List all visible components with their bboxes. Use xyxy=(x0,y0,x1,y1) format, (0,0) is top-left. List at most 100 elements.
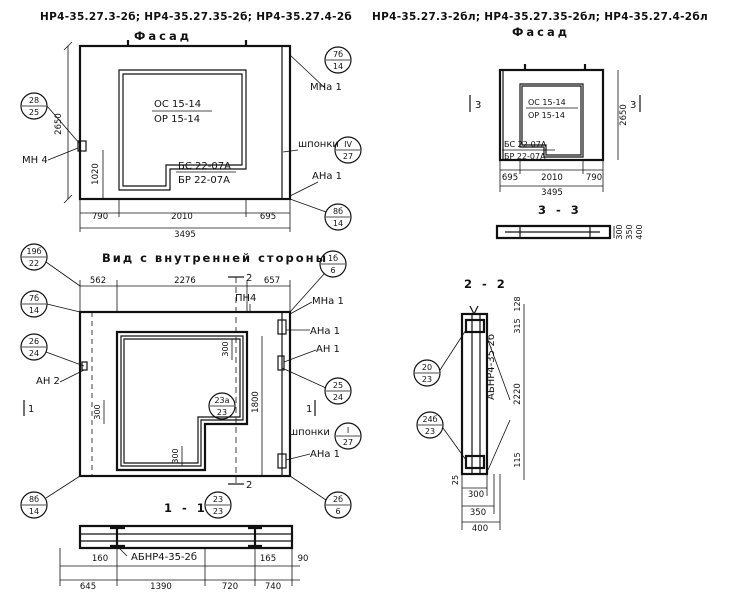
section-3-3-title: 3 - 3 xyxy=(538,203,582,217)
tag-26-bottom: 24 xyxy=(29,349,39,358)
facade-right-opening-outer xyxy=(519,83,584,158)
keys-inner-label: шпонки xyxy=(289,427,330,438)
dim-160: 160 xyxy=(92,554,108,564)
tag-1b-top: 1б xyxy=(328,254,338,263)
tag-20-bottom: 23 xyxy=(422,375,432,384)
section-1-1-title: 1 - 1 xyxy=(164,501,208,515)
tag-23-top: 23 xyxy=(213,495,223,504)
cut1-right: 1 xyxy=(306,404,312,415)
tag-28-top: 28 xyxy=(29,96,39,105)
cut3-right: 3 xyxy=(630,100,636,111)
dim-90: 90 xyxy=(298,554,309,564)
r-dim-695: 695 xyxy=(502,173,518,183)
r-dim-3495: 3495 xyxy=(541,188,563,198)
ana1-inner-b: АНа 1 xyxy=(310,449,340,460)
dim-657: 657 xyxy=(264,276,280,286)
sec22-mark: АБНР4-35-2б xyxy=(486,334,497,400)
s22-dim-350: 350 xyxy=(470,508,486,518)
dim-3495: 3495 xyxy=(174,230,196,240)
tag-28-bottom: 25 xyxy=(29,108,39,117)
tag-8b-inner-top: 8б xyxy=(29,495,39,504)
tag-23a-top: 23а xyxy=(214,396,229,405)
facade-right-panel xyxy=(498,68,605,162)
tag-1b-bottom: 6 xyxy=(330,266,335,275)
s33-dim-350: 350 xyxy=(625,224,634,239)
tag-19b-top: 19б xyxy=(26,247,41,256)
mn4-embed xyxy=(77,140,87,152)
tag-20-top: 20 xyxy=(422,363,432,372)
tag-7b-inner-bottom: 14 xyxy=(29,306,39,315)
tag-26-top: 26 xyxy=(29,337,39,346)
s33-dim-400: 400 xyxy=(635,224,644,239)
dim-1390: 1390 xyxy=(150,582,172,592)
tag-7b-bottom: 14 xyxy=(333,62,343,71)
facade-left: Фасад ОС 15-14 ОР 15-14 БС 22-07А БР 22-… xyxy=(20,29,362,240)
mna1-inner-label: МНа 1 xyxy=(312,296,344,307)
door-label-bottom: БР 22-07А xyxy=(178,175,230,186)
dim-115: 115 xyxy=(513,452,522,467)
section-3-3-profile xyxy=(495,224,612,240)
tag-19b-bottom: 22 xyxy=(29,259,39,268)
tag-23a-bottom: 23 xyxy=(217,408,227,417)
tag-I-bottom: 27 xyxy=(343,438,353,447)
section-1-1-profile xyxy=(78,524,294,550)
dim-720: 720 xyxy=(222,582,238,592)
dim-300-bottom: 300 xyxy=(171,448,180,463)
tag-8b-inner-bottom: 14 xyxy=(29,507,39,516)
tag-7b-inner-top: 7б xyxy=(29,294,39,303)
facade-left-opening-inner xyxy=(122,73,243,187)
facade-right: Фасад ОС 15-14 ОР 15-14 БС 22-07А БР 22-… xyxy=(469,25,641,198)
an2-label: АН 2 xyxy=(36,376,60,387)
section-3-3: 3 - 3 300 350 400 xyxy=(495,203,644,240)
inner-view-title: Вид с внутренней стороны xyxy=(102,251,328,265)
opening-label-top: ОС 15-14 xyxy=(154,99,201,110)
dim-165: 165 xyxy=(260,554,276,564)
tag-8b-bottom: 14 xyxy=(333,219,343,228)
cut3-left: 3 xyxy=(475,100,481,111)
dim-1800: 1800 xyxy=(251,391,261,413)
opening-label-bottom: ОР 15-14 xyxy=(154,114,200,125)
tag-IV-top: IV xyxy=(344,140,352,149)
dim-740: 740 xyxy=(265,582,281,592)
tag-IV-bottom: 27 xyxy=(343,152,353,161)
dim-315: 315 xyxy=(513,318,522,333)
tag-I-top: I xyxy=(347,426,349,435)
dim-645: 645 xyxy=(80,582,96,592)
dim-562: 562 xyxy=(90,276,106,286)
cut1-left: 1 xyxy=(28,404,34,415)
header-left: НР4-35.27.3-2б; НР4-35.27.35-2б; НР4-35.… xyxy=(40,11,352,23)
dim-2220: 2220 xyxy=(513,383,523,405)
facade-left-panel xyxy=(78,44,292,201)
section-2-2-title: 2 - 2 xyxy=(464,277,508,291)
dim-2010: 2010 xyxy=(171,212,193,222)
facade-left-opening-outer xyxy=(118,69,247,191)
dim-height-2650: 2650 xyxy=(54,113,64,135)
dim-128: 128 xyxy=(513,296,522,311)
header-right: НР4-35.27.3-2бл; НР4-35.27.35-2бл; НР4-3… xyxy=(372,11,708,23)
dim-25: 25 xyxy=(451,475,460,485)
ana1-label: АНа 1 xyxy=(312,171,342,182)
tag-25-top: 25 xyxy=(333,381,343,390)
inner-view: Вид с внутренней стороны 562 2276 657 2 … xyxy=(20,243,362,519)
facade-right-title: Фасад xyxy=(512,25,570,39)
r-dim-790: 790 xyxy=(586,173,602,183)
ana1-inner-a: АНа 1 xyxy=(310,326,340,337)
tag-2b-bottom: 6 xyxy=(335,507,340,516)
dim-300-top: 300 xyxy=(221,341,230,356)
door-label-top: БС 22-07А xyxy=(178,161,231,172)
section-2-2-top-beam xyxy=(464,318,486,334)
dim-1020: 1020 xyxy=(91,163,101,185)
section-2-2-bottom-beam xyxy=(464,454,486,470)
mn4-label: МН 4 xyxy=(22,155,48,166)
s22-dim-300: 300 xyxy=(468,490,484,500)
mna1-label: МНа 1 xyxy=(310,82,342,93)
dim-2276: 2276 xyxy=(174,276,196,286)
section-1-1: 1 - 1 АБНР4-35-2б 160 165 90 645 1390 72… xyxy=(59,501,309,592)
tag-7b-top: 7б xyxy=(333,50,343,59)
s33-dim-300: 300 xyxy=(615,224,624,239)
r-opening-bottom: ОР 15-14 xyxy=(528,111,565,120)
r-dim-2010: 2010 xyxy=(541,173,563,183)
tag-23-bottom: 23 xyxy=(213,507,223,516)
r-door-bottom: БР 22-07А xyxy=(504,152,546,161)
